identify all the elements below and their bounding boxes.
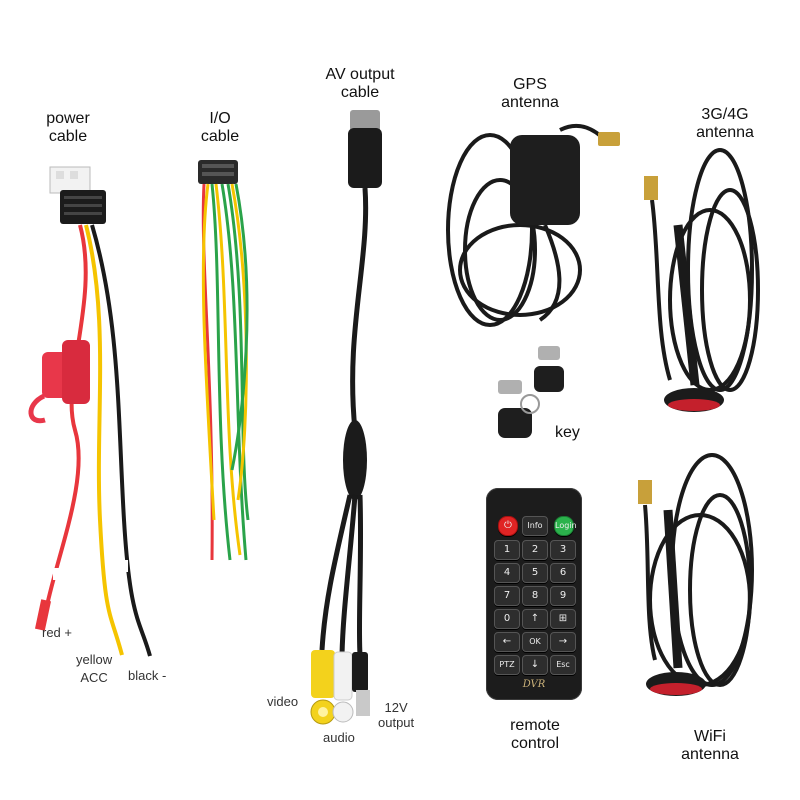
wifi-antenna xyxy=(638,453,754,696)
ok-button: OK xyxy=(522,632,548,652)
digit-2-button: 2 xyxy=(522,540,548,560)
keys xyxy=(498,346,564,438)
brand-label: DVR xyxy=(522,679,546,690)
arrow-right-button: → xyxy=(550,632,576,652)
power-button: ⏻ xyxy=(498,516,518,536)
login-button: Login xyxy=(554,516,577,536)
digit-9-button: 9 xyxy=(550,586,576,606)
digit-7-button: 7 xyxy=(494,586,520,606)
gps-antenna xyxy=(446,123,620,327)
digit-3-button: 3 xyxy=(550,540,576,560)
info-button: Info xyxy=(522,516,548,536)
key-label: key xyxy=(555,424,580,441)
black-wire-label: black - xyxy=(128,668,167,683)
digit-5-button: 5 xyxy=(522,563,548,583)
io-cable xyxy=(198,160,250,561)
arrow-up-button: ↑ xyxy=(522,609,548,629)
arrow-left-button: ← xyxy=(494,632,520,652)
digit-8-button: 8 xyxy=(522,586,548,606)
arrow-down-button: ↓ xyxy=(522,655,548,675)
esc-button: Esc xyxy=(550,655,576,675)
video-label: video xyxy=(267,694,299,709)
grid-button: ⊞ xyxy=(550,609,576,629)
digit-4-button: 4 xyxy=(494,563,520,583)
red-wire-label: red + xyxy=(42,625,72,640)
digit-0-button: 0 xyxy=(494,609,520,629)
remote-control: ⏻ Info Login 1 2 3 4 5 6 7 8 9 0 ↑ ⊞ ← O… xyxy=(486,488,582,700)
av-cable xyxy=(310,110,382,725)
power-cable xyxy=(28,166,152,657)
digit-1-button: 1 xyxy=(494,540,520,560)
audio-label: audio xyxy=(323,730,355,745)
ptz-button: PTZ xyxy=(494,655,520,675)
digit-6-button: 6 xyxy=(550,563,576,583)
g34-antenna xyxy=(644,148,760,412)
